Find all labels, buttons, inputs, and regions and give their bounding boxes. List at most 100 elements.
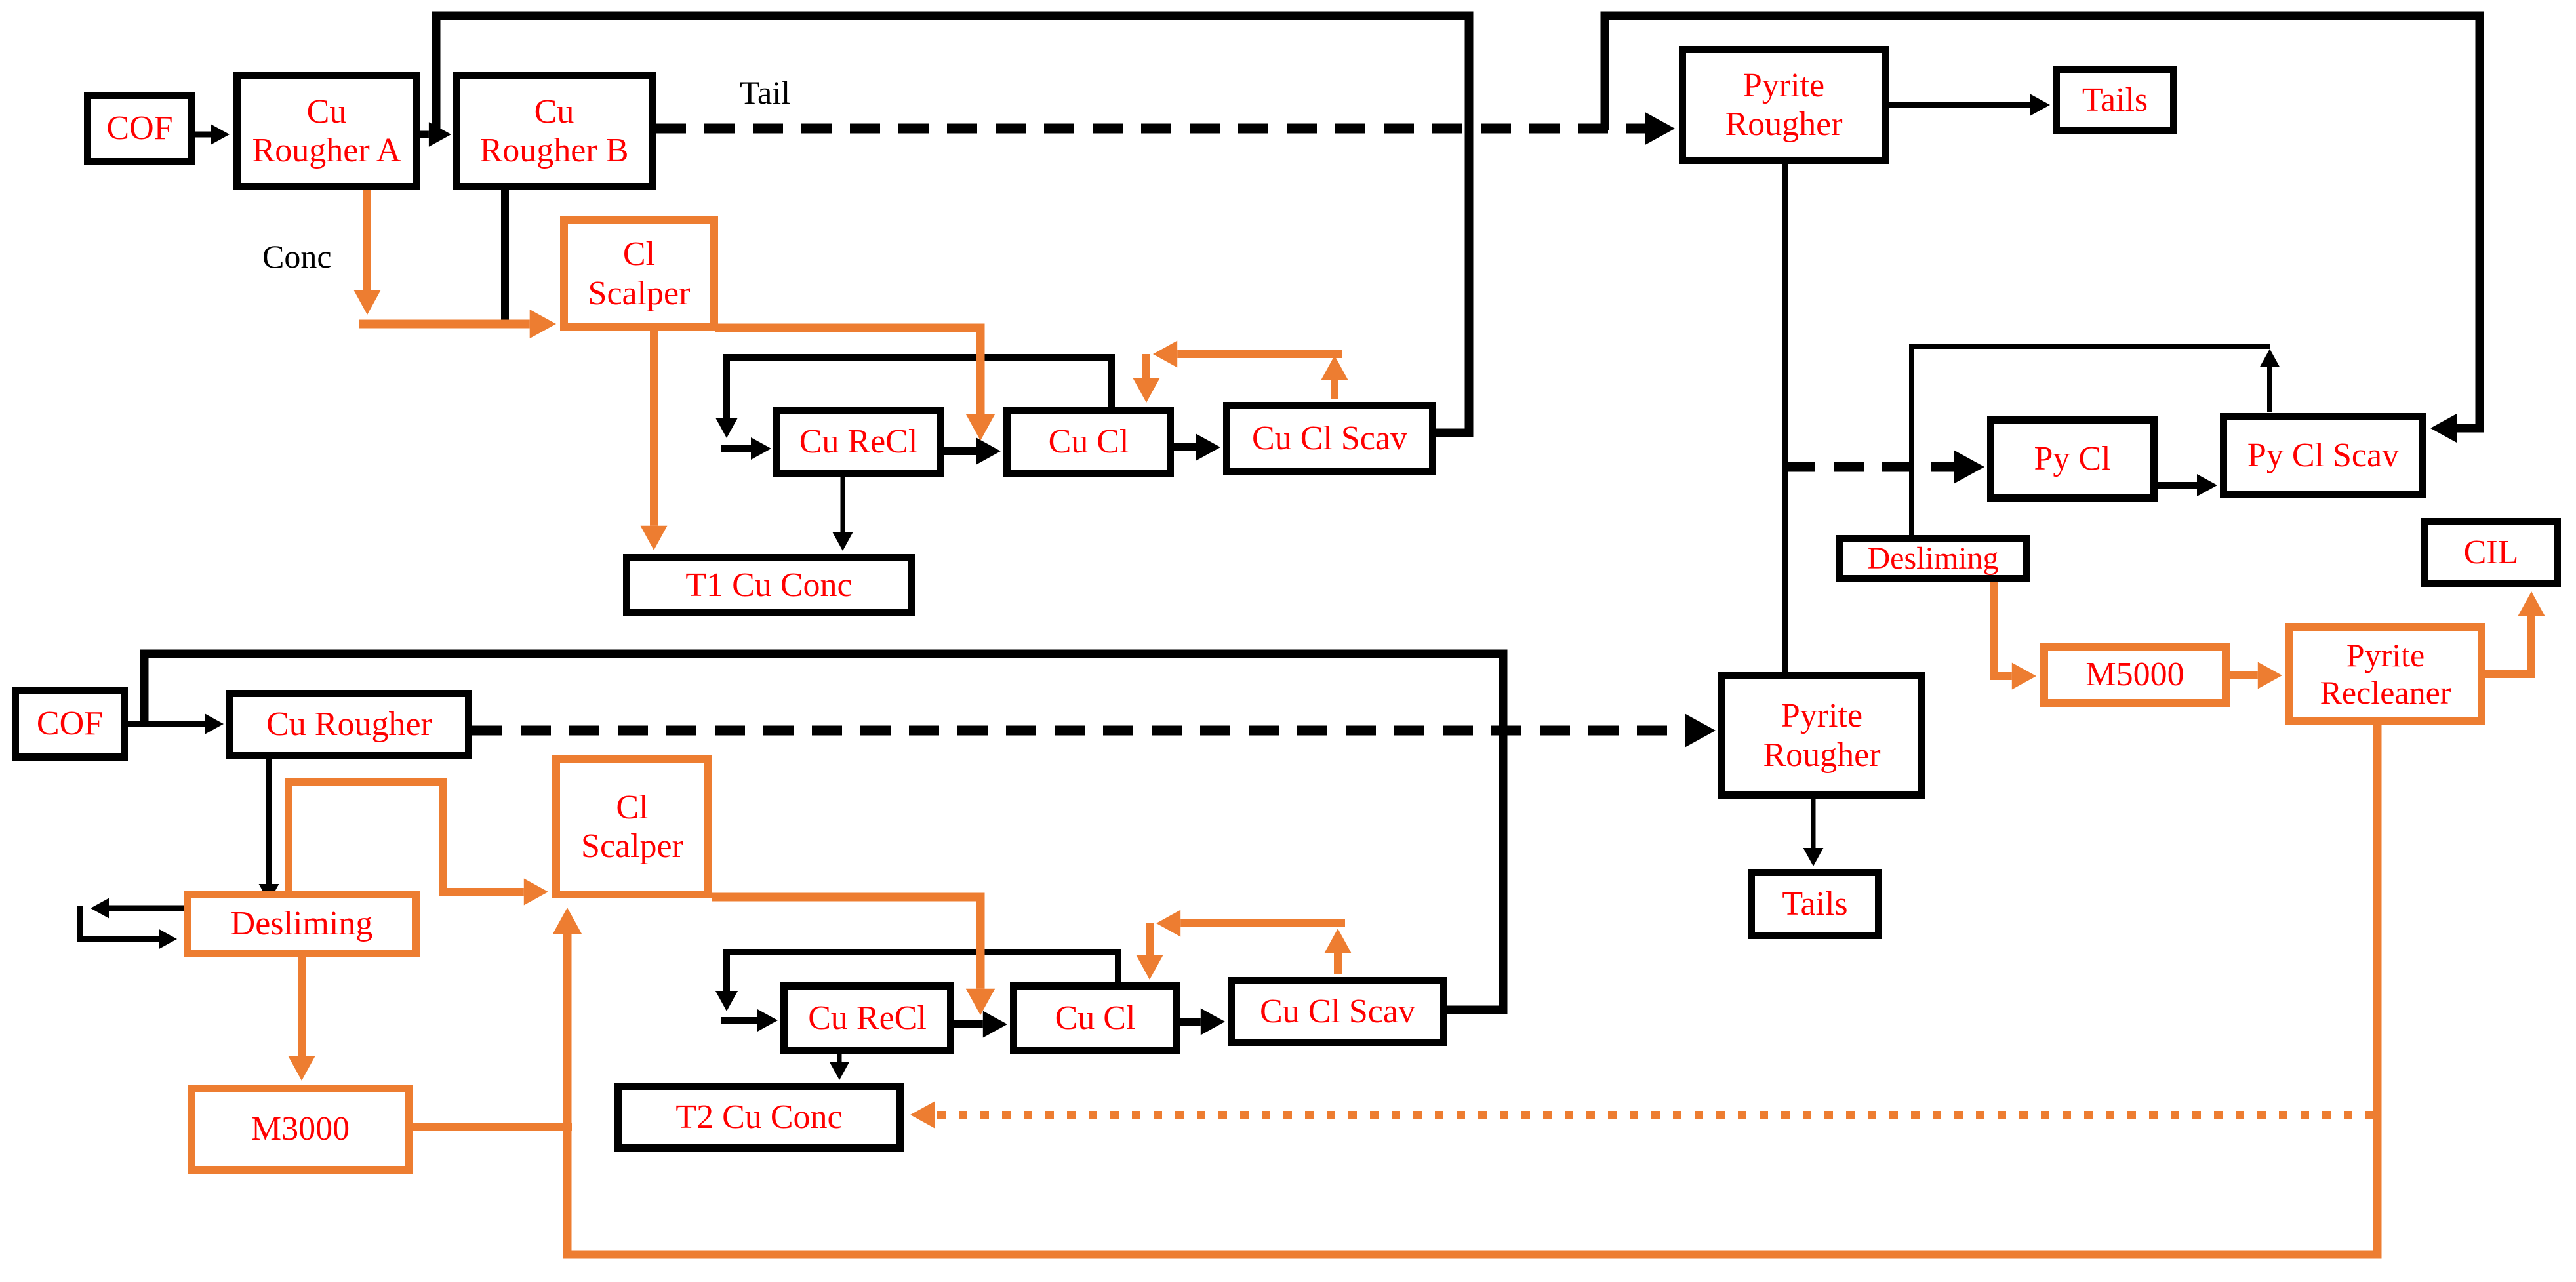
edge-cof1-to-cu-rougher-a	[195, 124, 230, 145]
node-label-tails-2: Tails	[1782, 885, 1848, 923]
arrowhead-cu-rougher-a-conc-down	[353, 290, 381, 315]
node-label-cu-recl-1: Cu ReCl	[799, 423, 918, 461]
node-py-cl-scav: Py Cl Scav	[2220, 413, 2426, 498]
arrowhead-scav1-conc-left	[1153, 340, 1178, 368]
node-cu-recl-1: Cu ReCl	[773, 407, 944, 477]
node-pyrite-rougher-2: Pyrite Rougher	[1718, 672, 1925, 799]
node-py-cl: Py Cl	[1987, 416, 2158, 502]
arrowhead-cl-scalper1-to-t1	[640, 525, 668, 550]
arrowhead-cu-recl2-to-cu-cl2	[982, 1011, 1007, 1038]
node-cu-cl-2: Cu Cl	[1010, 982, 1180, 1054]
edge-py-feed-overline	[1600, 11, 2484, 443]
node-pyrite-rougher-1: Pyrite Rougher	[1679, 46, 1889, 164]
edge-cu-recl1-feed-in	[721, 437, 771, 460]
arrowhead-py-cl-feed-dashed	[1954, 450, 1984, 484]
edge-cu-cl2-tail-loop	[715, 949, 1121, 1011]
arrowhead-cu-recl1-to-cu-cl1	[976, 437, 1001, 465]
arrowhead-cl-scalper2-tail	[965, 988, 996, 1015]
node-cof-1: COF	[84, 92, 195, 165]
node-cil: CIL	[2421, 518, 2561, 587]
edge-desliming2-overflow	[285, 778, 548, 906]
node-label-pyrite-rougher-1: Pyrite Rougher	[1725, 66, 1843, 143]
node-label-cof-2: COF	[36, 705, 104, 743]
node-m3000: M3000	[188, 1085, 413, 1174]
node-tails-2: Tails	[1748, 869, 1882, 939]
arrowhead-scav1-conc-up	[1321, 355, 1348, 380]
arrowhead-cl-scalper1-tail	[965, 414, 996, 441]
node-label-t1-cu-conc: T1 Cu Conc	[685, 566, 853, 604]
edge-cof2-to-cu-rougher2	[128, 713, 224, 734]
conc-label: Conc	[262, 238, 332, 275]
edge-cu-recl2-to-cu-cl2	[954, 1011, 1007, 1038]
arrowhead-recleaner-to-cil	[2518, 591, 2545, 616]
edge-cu-recl2-to-t2	[829, 1054, 850, 1080]
node-label-cu-cl-scav-2: Cu Cl Scav	[1260, 992, 1415, 1030]
node-cl-scalper-2: Cl Scalper	[552, 755, 712, 898]
node-label-cl-scalper-1: Cl Scalper	[588, 235, 691, 312]
node-label-cl-scalper-2: Cl Scalper	[581, 788, 683, 865]
edge-cl-scalper1-to-t1	[640, 331, 668, 550]
arrowhead-cu-recl1-to-t1	[832, 532, 853, 551]
node-label-cof-1: COF	[106, 110, 173, 148]
node-pyrite-recleaner: Pyrite Recleaner	[2285, 623, 2485, 725]
edge-py-loop-to-desliming1	[1909, 344, 2270, 535]
edge-py-cl-feed-dashed	[1785, 450, 1984, 484]
node-label-cu-cl-scav-1: Cu Cl Scav	[1252, 420, 1407, 458]
arrowhead-cl-scalper1-feed	[529, 309, 556, 339]
arrowhead-py-feed-overline	[2430, 413, 2457, 443]
node-label-cu-cl-1: Cu Cl	[1048, 423, 1129, 461]
node-label-m5000: M5000	[2085, 656, 2184, 694]
node-t2-cu-conc: T2 Cu Conc	[614, 1083, 904, 1152]
edge-cu-cl2-to-scav2	[1180, 1008, 1225, 1035]
arrowhead-cu-rougher2-tail-dashed	[1685, 713, 1716, 748]
arrowhead-scav2-conc-left	[1156, 910, 1181, 937]
arrowhead-py-rougher1-to-tails1	[2030, 93, 2050, 117]
node-desliming-1: Desliming	[1836, 535, 2030, 582]
edge-scav2-conc-into-cu-cl2	[1136, 923, 1163, 980]
edge-py-rougher1-to-tails1	[1889, 93, 2050, 117]
edge-cu-rougher-b-tail-dashed	[656, 111, 1675, 146]
arrowhead-desliming2-feed-in	[159, 929, 177, 950]
node-label-cil: CIL	[2463, 533, 2519, 571]
node-label-m3000: M3000	[251, 1110, 350, 1148]
arrowhead-cu-recl2-to-t2	[829, 1062, 850, 1080]
tail-label: Tail	[740, 74, 791, 111]
node-label-desliming-2: Desliming	[230, 905, 373, 943]
node-cu-rougher-b: Cu Rougher B	[453, 72, 656, 190]
edge-scav2-conc-up	[1324, 929, 1352, 974]
node-desliming-2: Desliming	[184, 891, 420, 957]
node-cl-scalper-1: Cl Scalper	[560, 216, 718, 331]
edge-cu-cl1-to-scav1	[1174, 433, 1220, 461]
edge-desliming2-to-m3000	[288, 957, 315, 1081]
arrowhead-scav2-conc-into-cu-cl2	[1136, 955, 1163, 980]
edge-scav2-conc-left	[1156, 910, 1345, 937]
edge-desliming1-to-m5000	[1990, 582, 2036, 690]
edge-dotted-to-t2-cu-conc	[910, 1101, 2374, 1129]
edge-cu-rougher2-tail-dashed	[472, 713, 1716, 748]
node-cu-cl-scav-1: Cu Cl Scav	[1223, 402, 1436, 475]
node-t1-cu-conc: T1 Cu Conc	[623, 554, 915, 616]
node-label-cu-rougher-b: Cu Rougher B	[479, 92, 629, 169]
node-cu-rougher-a: Cu Rougher A	[233, 72, 420, 190]
node-tails-1: Tails	[2053, 66, 2177, 134]
arrowhead-cof1-to-cu-rougher-a	[211, 124, 230, 145]
node-label-cu-rougher-a: Cu Rougher A	[252, 92, 401, 169]
node-label-tails-1: Tails	[2082, 81, 2148, 119]
arrowhead-dotted-to-t2-cu-conc	[910, 1101, 935, 1129]
arrowhead-cu-rougher2-conc-left	[91, 898, 109, 919]
node-label-pyrite-rougher-2: Pyrite Rougher	[1763, 697, 1881, 774]
edge-m5000-to-recleaner	[2230, 662, 2282, 689]
edge-scav1-conc-up	[1321, 355, 1348, 399]
node-label-cu-cl-2: Cu Cl	[1055, 999, 1136, 1037]
edge-cu-rougher-a-conc-down	[353, 190, 381, 315]
arrowhead-desliming2-overflow	[523, 878, 548, 906]
arrowhead-cof2-to-cu-rougher2	[205, 713, 224, 734]
arrowhead-py-cl-scav-up	[2259, 349, 2280, 367]
arrowhead-cu-recl2-feed-in	[757, 1009, 778, 1032]
arrowhead-desliming2-to-m3000	[288, 1056, 315, 1081]
edge-recleaner-tail-return	[552, 725, 2382, 1259]
arrowhead-cu-cl1-to-scav1	[1196, 433, 1220, 461]
node-cu-cl-1: Cu Cl	[1003, 407, 1174, 477]
